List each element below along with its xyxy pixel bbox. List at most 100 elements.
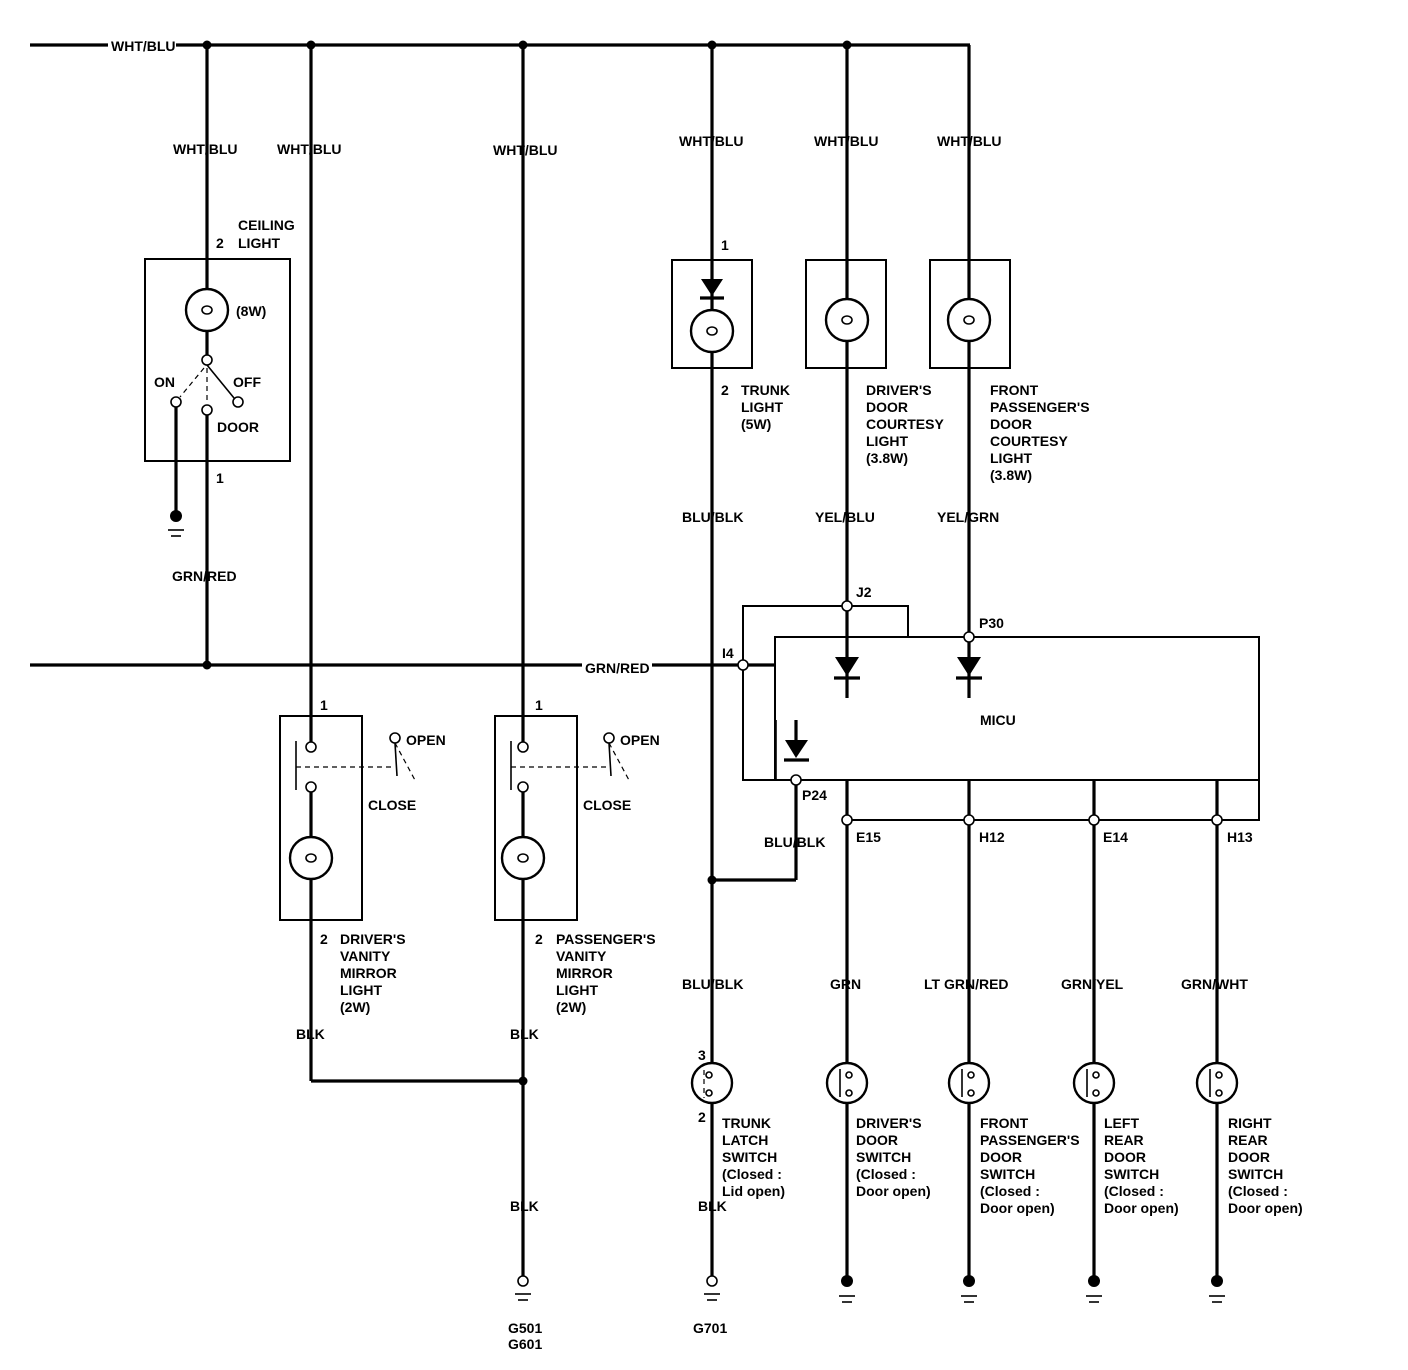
switch-contact [1092,1071,1100,1079]
component-name: (2W) [340,999,370,1015]
micu-pin-h13 [1211,814,1223,826]
switch-contact [201,354,213,366]
ground-icon [706,1275,718,1287]
component-name: Door open) [856,1183,931,1199]
switch-blade [206,364,235,399]
component-name: DOOR [990,416,1032,432]
pin-number: 1 [535,697,543,713]
ceiling-light: CEILING LIGHT 2 (8W) ON OFF DOOR 1 [144,217,295,537]
pin-number: 1 [320,697,328,713]
switch-contact [305,741,317,753]
switch-contact-off [232,396,244,408]
wire-color-label: BLU/BLK [764,834,825,850]
splice [306,40,316,50]
ground-icon [841,1275,853,1287]
diode-icon [957,657,981,676]
switch-contact [845,1071,853,1079]
passenger-door-courtesy-light: FRONT PASSENGER'S DOOR COURTESY LIGHT (3… [929,259,1090,483]
pin-number: 2 [320,931,328,947]
component-name: SWITCH [722,1149,777,1165]
pin-number: 1 [721,237,729,253]
close-label: CLOSE [583,797,631,813]
micu-connector-outline [742,605,909,781]
label-mask [582,657,652,673]
switch-body [1195,1061,1239,1105]
micu-pin-h12 [963,814,975,826]
lid-switch-travel [608,742,631,783]
component-name: SWITCH [856,1149,911,1165]
courtesy-light-housing [929,259,1011,369]
switch-body [825,1061,869,1105]
driver-door-switch: DRIVER'S DOOR SWITCH (Closed : Door open… [825,1061,931,1199]
wire-color-label: BLK [698,1198,727,1214]
component-name: Door open) [1228,1200,1303,1216]
wires [30,43,1219,1280]
bulb-icon [946,297,992,343]
left-rear-door-switch: LEFT REAR DOOR SWITCH (Closed : Door ope… [1072,1061,1179,1216]
component-name: SWITCH [1228,1166,1283,1182]
splice [518,1076,528,1086]
passenger-vanity-housing [494,715,578,921]
component-name: RIGHT [1228,1115,1272,1131]
ground-icon [170,510,182,522]
wire-labels: WHT/BLU WHT/BLU WHT/BLU WHT/BLU WHT/BLU … [108,37,1248,1214]
component-name: MIRROR [340,965,397,981]
bulb-icon [689,308,735,354]
switch-contact [517,741,529,753]
micu-pin-label: H13 [1227,829,1253,845]
component-name: LIGHT [741,399,783,415]
driver-vanity-mirror-light: 1 OPEN CLOSE 2 DRIVER'S VANITY MIRROR LI… [279,697,446,1015]
component-name: PASSENGER'S [556,931,656,947]
micu-unit: MICU J2 P30 I4 P24 E15 H12 E14 H13 [722,584,1260,845]
wire-color-label: GRN/WHT [1181,976,1248,992]
component-name: DRIVER'S [340,931,406,947]
component-name: COURTESY [990,433,1068,449]
wire-color-label: GRN/YEL [1061,976,1124,992]
pin-number: 1 [216,470,224,486]
component-name: TRUNK [741,382,790,398]
switch-contact [845,1089,853,1097]
wire-color-label: WHT/BLU [111,38,176,54]
ground-id: G701 [693,1320,727,1336]
wire-color-label: WHT/BLU [173,141,238,157]
pin-number: 2 [216,235,224,251]
wire-color-label: BLU/BLK [682,509,743,525]
ceiling-light-name: CEILING [238,217,295,233]
switch-contact [1092,1089,1100,1097]
splice [202,660,212,670]
component-name: FRONT [980,1115,1029,1131]
splice [707,875,717,885]
switch-contact [967,1089,975,1097]
ground-id: G601 [508,1336,542,1352]
ground-id: G501 [508,1320,542,1336]
component-name: FRONT [990,382,1039,398]
switch-body [947,1061,991,1105]
diode-icon [785,740,808,758]
pin-number: 2 [721,382,729,398]
wire-color-label: GRN [830,976,861,992]
component-name: Lid open) [722,1183,785,1199]
driver-door-courtesy-light: DRIVER'S DOOR COURTESY LIGHT (3.8W) [805,259,944,466]
close-label: CLOSE [368,797,416,813]
trunk-light-housing [671,259,753,369]
component-name: LIGHT [866,433,908,449]
pin-number: 2 [535,931,543,947]
micu-pin-i4 [737,659,749,671]
pin-number: 3 [698,1047,706,1063]
lid-switch-arm [394,742,398,777]
wire-color-label: BLK [510,1198,539,1214]
courtesy-light-housing [805,259,887,369]
component-name: (Closed : [1104,1183,1164,1199]
diode-icon [835,657,859,676]
component-name: REAR [1228,1132,1268,1148]
filament-icon [706,326,718,336]
splice [707,40,717,50]
micu-connector-outline [847,780,1260,821]
component-name: (Closed : [1228,1183,1288,1199]
component-name: (Closed : [722,1166,782,1182]
component-name: LATCH [722,1132,768,1148]
component-name: COURTESY [866,416,944,432]
bulb-icon [500,835,546,881]
wire-color-label: YEL/BLU [815,509,875,525]
component-name: LEFT [1104,1115,1139,1131]
